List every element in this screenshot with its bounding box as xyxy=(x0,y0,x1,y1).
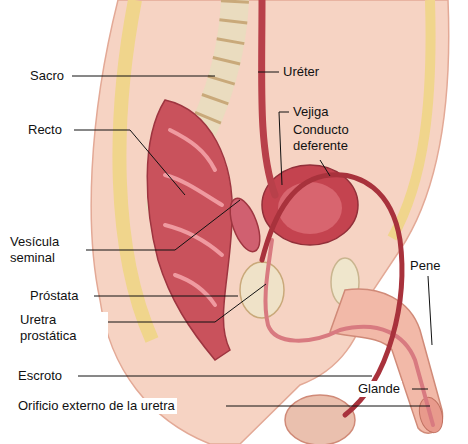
part-label: Escroto xyxy=(16,368,64,384)
leader-lines xyxy=(72,72,432,406)
part-label: Vejiga xyxy=(291,104,330,120)
part-label: Vesícula seminal xyxy=(8,234,86,266)
part-label: Próstata xyxy=(28,288,80,304)
part-label: Sacro xyxy=(28,68,66,84)
part-label: Uréter xyxy=(281,64,321,80)
part-label: Pene xyxy=(408,258,442,274)
part-label: Recto xyxy=(26,122,64,138)
part-label: Glande xyxy=(356,381,402,397)
part-label: Orificio externo de la uretra xyxy=(16,398,177,414)
part-label: Uretra prostática xyxy=(18,312,108,344)
part-label: Conducto deferente xyxy=(291,122,375,154)
